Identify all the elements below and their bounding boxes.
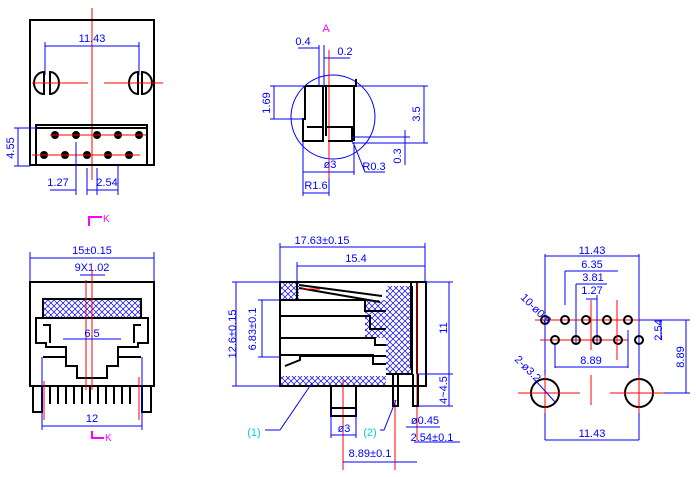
pcb-span-381-dim: 3.81 — [582, 272, 603, 284]
front-view: 11.43 4.55 1.27 2.54 K — [5, 8, 163, 226]
section-marker-a: A — [322, 23, 330, 35]
side-pin-diameter-dim: ø0.45 — [411, 415, 439, 427]
side-depth-dim: 17.63±0.15 — [295, 235, 350, 247]
front-section-marker: K — [103, 214, 110, 225]
pcb-pin-holes-dim: 10-ø0.9 — [518, 292, 553, 327]
radius-0-3: R0.3 — [362, 161, 385, 173]
dim-0-2: 0.2 — [337, 46, 352, 58]
dim-1-69: 1.69 — [261, 92, 273, 113]
diameter-3: ø3 — [324, 159, 337, 171]
side-post-diameter-dim: ø3 — [338, 423, 351, 435]
pcb-depth-dim: 8.89 — [675, 346, 687, 367]
front-pins — [32, 131, 146, 159]
side-pin-span-dim: 8.89±0.1 — [349, 448, 392, 460]
pcb-bottom-span-dim: 11.43 — [579, 428, 606, 440]
front-height-dim: 4.55 — [5, 137, 17, 158]
side-pin-pitch-dim: 2.54±0.1 — [411, 432, 454, 444]
pcb-top-span-dim: 11.43 — [579, 245, 606, 257]
side-height-dim: 12.6±0.15 — [227, 310, 239, 359]
side-body-depth-dim: 15.4 — [345, 253, 366, 265]
pcb-span-127-dim: 1.27 — [581, 285, 602, 297]
side-body-height-dim: 11 — [438, 322, 450, 333]
side-pin-length-dim: 4~4.5 — [438, 376, 450, 404]
pcb-row-pitch-dim: 2.54 — [653, 319, 665, 340]
rear-opening-dim: 6.5 — [84, 328, 99, 340]
radius-1-6: R1.6 — [304, 180, 327, 192]
front-pitch-dim: 2.54 — [96, 177, 117, 189]
rear-width-dim: 15±0.15 — [72, 245, 112, 257]
dim-0-4: 0.4 — [295, 36, 310, 48]
pcb-span-635-dim: 6.35 — [581, 259, 602, 271]
pcb-layout: 11.43 6.35 3.81 1.27 10-ø0.9 2.54 8.89 8… — [512, 245, 690, 441]
front-width-dim: 11.43 — [79, 33, 106, 45]
callout-2: (2) — [363, 427, 376, 439]
led-right-icon — [104, 70, 163, 96]
rear-view: 15±0.15 9X1.02 6.5 12 K — [29, 245, 155, 444]
pcb-post-holes — [518, 375, 664, 413]
front-half-pitch-dim: 1.27 — [47, 177, 68, 189]
rear-section-marker: K — [105, 433, 112, 444]
led-left-icon — [32, 70, 88, 96]
pcb-post-holes-dim: 2-ø3.2 — [512, 354, 543, 385]
rear-span-dim: 12 — [86, 413, 98, 425]
dim-0-3: 0.3 — [392, 148, 404, 163]
rear-pins — [32, 386, 152, 413]
side-view: 17.63±0.15 15.4 12.6±0.15 6.83±0.1 11 4~… — [227, 235, 460, 470]
rear-pitch-dim: 9X1.02 — [75, 262, 110, 274]
pcb-pin-holes — [535, 300, 644, 360]
side-section-detail: A 0.4 0.2 1.69 3.5 0.3 ø3 R0.3 R1.6 — [261, 23, 428, 196]
callout-1: (1) — [247, 427, 260, 439]
side-opening-dim: 6.83±0.1 — [247, 308, 259, 351]
dim-3-5: 3.5 — [411, 106, 423, 121]
pcb-row-span-dim: 8.89 — [580, 355, 601, 367]
